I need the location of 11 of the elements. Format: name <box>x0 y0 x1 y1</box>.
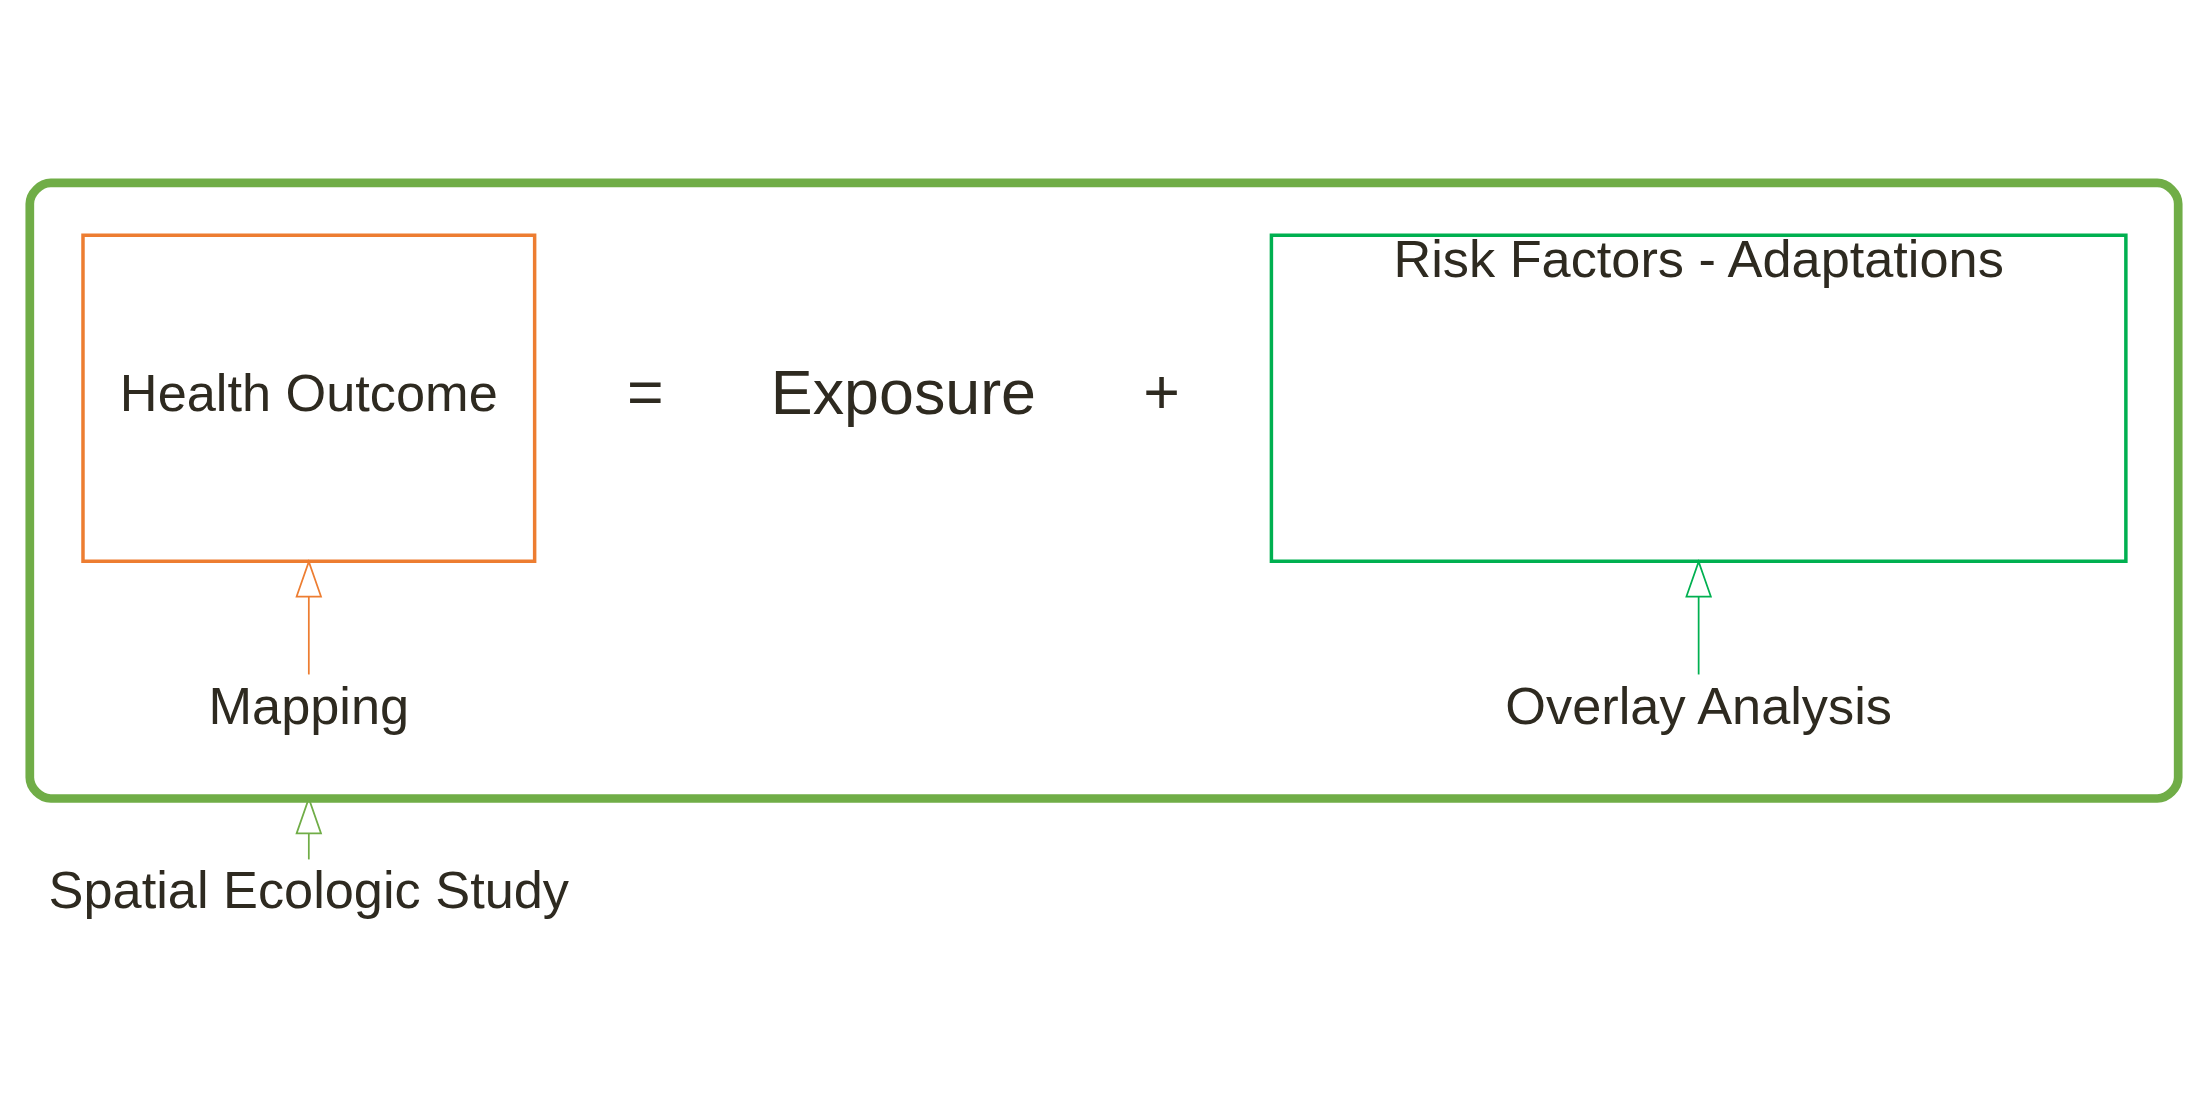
cluster <box>25 178 2183 803</box>
label: = <box>627 356 664 427</box>
node-text: Spatial Ecologic Study <box>48 861 570 920</box>
node-text: Mapping <box>208 676 410 735</box>
arrow <box>1685 559 1713 676</box>
label: + <box>1143 356 1180 427</box>
node-box: Risk Factors - Adaptations <box>1269 233 2128 564</box>
node-box: Health Outcome <box>81 233 537 564</box>
arrow <box>295 559 323 676</box>
node-text: Overlay Analysis <box>1505 676 1892 735</box>
label: Exposure <box>770 356 1037 427</box>
